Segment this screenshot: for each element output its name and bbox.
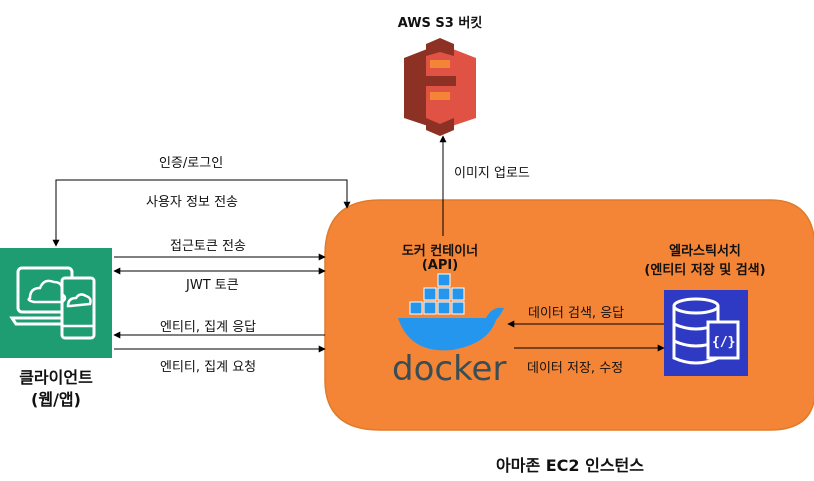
- search-label: 데이터 검색, 응답: [528, 306, 625, 321]
- entity-response-label: 엔티티, 집계 응답: [160, 320, 257, 335]
- elastic-title-line1: 엘라스틱서치: [669, 244, 741, 259]
- docker-title-line2: (API): [421, 258, 459, 273]
- ec2-title: 아마존 EC2 인스턴스: [496, 456, 644, 475]
- client-title-line2: (웹/앱): [31, 390, 81, 409]
- docker-wordmark: docker: [392, 349, 506, 389]
- access-token-label: 접근토큰 전송: [170, 239, 246, 254]
- s3-title: AWS S3 버킷: [397, 16, 483, 31]
- database-icon: {/}: [664, 290, 748, 376]
- elastic-title-line2: (엔티티 저장 및 검색): [644, 263, 766, 278]
- docker-title-line1: 도커 컨테이너: [401, 244, 479, 259]
- auth-label: 인증/로그인: [159, 156, 224, 171]
- client-device-icon: [0, 248, 112, 358]
- svg-text:{/}: {/}: [712, 335, 735, 350]
- auth-arrow: [52, 179, 351, 247]
- jwt-label: JWT 토큰: [186, 278, 239, 293]
- docker-whale-icon: [398, 273, 504, 351]
- entity-request-label: 엔티티, 집계 요청: [160, 360, 257, 375]
- s3-bucket-icon: [404, 38, 476, 136]
- user-info-label: 사용자 정보 전송: [146, 195, 238, 210]
- client-title-line1: 클라이언트: [19, 368, 93, 387]
- store-label: 데이터 저장, 수정: [527, 361, 624, 376]
- image-upload-label: 이미지 업로드: [454, 166, 530, 181]
